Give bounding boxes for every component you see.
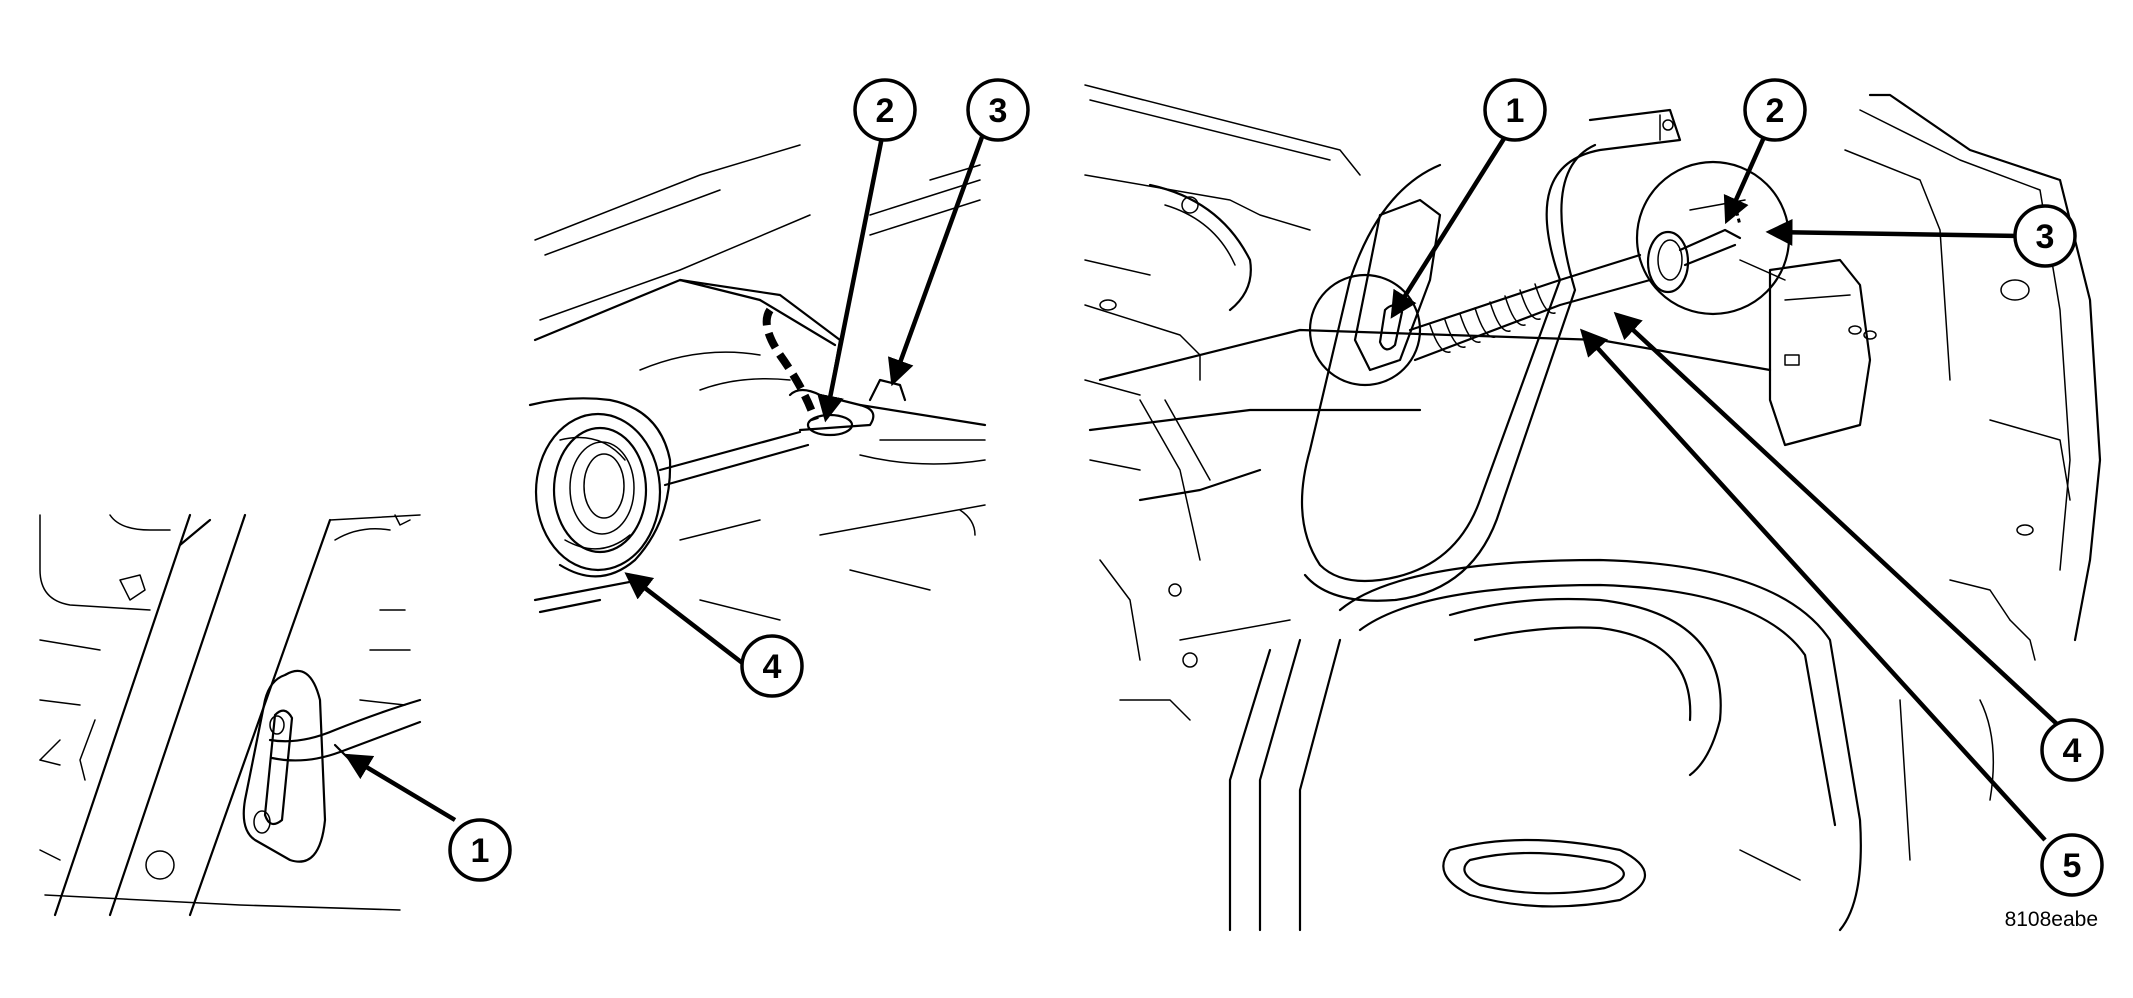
callout-right-2: 2	[1743, 78, 1807, 142]
callout-arrows	[344, 134, 2060, 842]
callout-right-5-label: 5	[2063, 847, 2082, 885]
callout-right-3: 3	[2013, 204, 2077, 268]
callout-middle-2: 2	[853, 78, 917, 142]
callout-right-5: 5	[2040, 833, 2104, 897]
callout-right-1: 1	[1483, 78, 1547, 142]
callout-middle-3: 3	[966, 78, 1030, 142]
callout-right-1-label: 1	[1506, 92, 1525, 130]
callout-middle-4: 4	[740, 634, 804, 698]
left-panel-illustration	[39, 513, 422, 917]
right-panel-illustration	[1084, 84, 2102, 932]
middle-panel-illustration	[528, 144, 987, 621]
callout-left-1: 1	[448, 818, 512, 882]
figure-id: 8108eabe	[2005, 908, 2098, 931]
callout-middle-2-label: 2	[876, 92, 895, 130]
callout-right-3-label: 3	[2036, 218, 2055, 256]
callout-middle-3-label: 3	[989, 92, 1008, 130]
callout-left-1-label: 1	[471, 832, 490, 870]
callout-right-4-label: 4	[2063, 732, 2082, 770]
callout-middle-4-label: 4	[763, 648, 782, 686]
callout-right-4: 4	[2040, 718, 2104, 782]
callout-right-2-label: 2	[1766, 92, 1785, 130]
